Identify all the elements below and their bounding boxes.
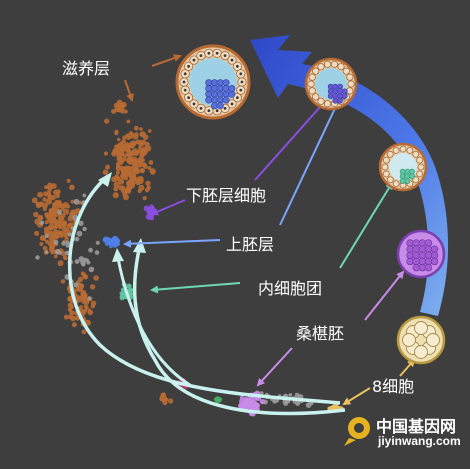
pointer-trophoblast-to-blastocyst xyxy=(151,54,182,67)
label-hypoblast: 下胚层细胞 xyxy=(186,186,267,205)
trajectory-arrow-inner xyxy=(132,244,346,416)
pointer-hypoblast-to-cluster xyxy=(150,199,186,216)
watermark-url: jiyinwang.com xyxy=(378,434,461,448)
pointer-epiblast-to-blastocyst xyxy=(279,100,340,226)
label-trophoblast: 滋养层 xyxy=(62,59,111,78)
pointer-8cell-to-cluster xyxy=(342,387,371,406)
site-logo xyxy=(344,417,370,446)
trajectory-arrow-outer xyxy=(67,174,341,405)
label-icm: 内细胞团 xyxy=(258,279,323,298)
label-eight-cell: 8细胞 xyxy=(372,377,415,396)
pointer-icm-to-cluster xyxy=(150,282,241,294)
trajectory-arrow-short xyxy=(116,257,191,387)
pointer-morula-to-cluster xyxy=(256,347,293,387)
pointer-8cell-to-embryo xyxy=(399,358,416,377)
trajectory-arrowhead-inner xyxy=(133,238,146,253)
trajectory-arrowhead-short xyxy=(112,248,124,262)
trajectory-arrowhead-outer xyxy=(98,172,112,187)
label-morula: 桑椹胚 xyxy=(296,324,345,343)
cell-scatter xyxy=(31,99,344,417)
pointer-epiblast-to-cluster xyxy=(123,239,221,248)
pointer-icm-to-blastocyst xyxy=(339,181,394,269)
watermark-title: 中国基因网 xyxy=(376,417,457,436)
label-epiblast: 上胚层 xyxy=(226,235,275,254)
pointer-morula-to-embryo xyxy=(364,270,405,321)
pointer-trophoblast-to-cluster xyxy=(124,79,134,102)
pointer-hypoblast-to-blastocyst xyxy=(254,96,330,181)
